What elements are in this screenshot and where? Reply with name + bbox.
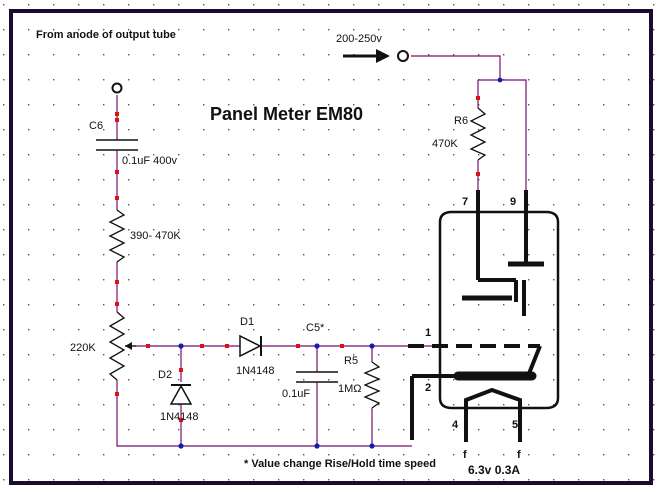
- tube-pin-7-label: 7: [462, 196, 468, 208]
- c5-name-label: C5*: [306, 322, 325, 334]
- diagram-title: Panel Meter EM80: [210, 104, 363, 124]
- tube-pin-5-label: 5: [512, 419, 518, 431]
- c6-value-label: 0.1uF 400v: [122, 155, 178, 167]
- em80-tube: [408, 190, 560, 442]
- c5-value-label: 0.1uF: [282, 388, 310, 400]
- r6-value-label: 470K: [432, 138, 458, 150]
- c6-name-label: C6: [89, 120, 103, 132]
- heater-f2-label: f: [517, 449, 521, 461]
- hv-input-arrow: [343, 49, 409, 63]
- d1-part-label: 1N4148: [236, 365, 275, 377]
- r-series-value-label: 390- 470K: [130, 230, 181, 242]
- resistor-series: [108, 209, 126, 263]
- input-terminal-anode: [111, 82, 123, 94]
- node-markers: [115, 96, 480, 422]
- tube-pin-4-label: 4: [452, 419, 459, 431]
- capacitor-c5: [296, 371, 338, 383]
- resistor-r5: [363, 361, 381, 409]
- diode-d2: [169, 384, 193, 405]
- heater-f1-label: f: [463, 449, 467, 461]
- capacitor-c6: [96, 139, 138, 151]
- junction-dots: [178, 77, 503, 449]
- from-anode-label: From anode of output tube: [36, 29, 176, 41]
- tube-pin-2-label: 2: [425, 382, 431, 394]
- pot-value-label: 220K: [70, 342, 96, 354]
- potentiometer-220k: [108, 311, 136, 381]
- hv-supply-label: 200-250v: [336, 33, 382, 45]
- r5-name-label: R5: [344, 355, 358, 367]
- d2-name-label: D2: [158, 369, 172, 381]
- heater-spec-label: 6.3v 0.3A: [468, 463, 520, 477]
- d1-name-label: D1: [240, 316, 254, 328]
- tube-pin-9-label: 9: [510, 196, 516, 208]
- diode-d1: [239, 334, 262, 358]
- tube-pin-1-label: 1: [425, 327, 431, 339]
- resistor-r6: [469, 107, 487, 161]
- diagram-border: [9, 9, 653, 485]
- r6-name-label: R6: [454, 115, 468, 127]
- r5-value-label: 1MΩ: [338, 383, 362, 395]
- d2-part-label: 1N4148: [160, 411, 199, 423]
- footnote-label: * Value change Rise/Hold time speed: [244, 458, 436, 470]
